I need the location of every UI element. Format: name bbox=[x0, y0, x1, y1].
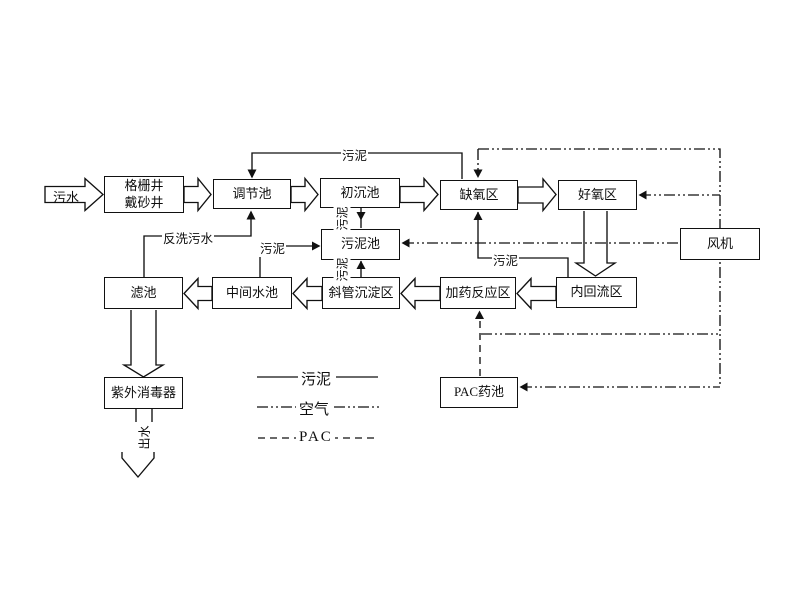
arrow-anoxic-to-aerobic bbox=[517, 177, 557, 213]
arrow-dosing-to-inclined bbox=[400, 276, 441, 311]
box-regulating-tank: 调节池 bbox=[213, 179, 291, 209]
box-sludge-tank: 污泥池 bbox=[321, 229, 400, 260]
arrow-middle-to-filter bbox=[183, 276, 213, 311]
box-middle-tank: 中间水池 bbox=[212, 277, 292, 309]
arrow-primary-to-anoxic bbox=[399, 176, 439, 213]
outflow-arrow bbox=[121, 409, 155, 479]
box-uv-disinfector: 紫外消毒器 bbox=[104, 377, 183, 409]
box-inclined-sedimentation: 斜管沉淀区 bbox=[322, 277, 400, 309]
air-main-line bbox=[478, 148, 721, 387]
box-grit-well: 格栅井 戴砂井 bbox=[104, 176, 184, 213]
arrowheads bbox=[246, 169, 647, 392]
sludge-vertical-label-2: 污泥 bbox=[333, 256, 351, 282]
legend-pac-label: PAC bbox=[297, 429, 335, 446]
arrow-filter-to-uv bbox=[121, 310, 166, 378]
backwash-label: 反洗污水 bbox=[162, 228, 215, 247]
box-primary-sedimentation: 初沉池 bbox=[320, 178, 400, 208]
sludge-line-reflux-to-anoxic bbox=[477, 212, 569, 277]
box-pac-tank: PAC药池 bbox=[440, 377, 518, 408]
box-blower: 风机 bbox=[680, 228, 760, 260]
box-anoxic-zone: 缺氧区 bbox=[440, 180, 518, 210]
sludge-reflux-label: 污泥 bbox=[492, 250, 520, 269]
box-aerobic-zone: 好氧区 bbox=[558, 180, 637, 210]
inflow-block-arrow bbox=[44, 176, 105, 213]
arrow-inclined-to-middle bbox=[292, 276, 323, 311]
inflow-label: 污水 bbox=[53, 190, 80, 205]
grit-well-line2: 戴砂井 bbox=[124, 194, 164, 210]
arrow-grit-to-regulating bbox=[183, 176, 212, 213]
sludge-vertical-label-1: 污泥 bbox=[333, 205, 351, 231]
sludge-top-label: 污泥 bbox=[341, 145, 369, 164]
grit-well-line1: 格栅井 bbox=[124, 178, 164, 194]
sludge-mid-label: 污泥 bbox=[259, 238, 287, 257]
arrow-reflux-to-dosing bbox=[516, 276, 557, 311]
outflow-label: 出水 bbox=[135, 424, 153, 450]
legend-air-label: 空气 bbox=[297, 398, 332, 419]
arrow-regulating-to-primary bbox=[290, 176, 319, 213]
legend-sludge-label: 污泥 bbox=[299, 368, 334, 389]
box-filter: 滤池 bbox=[104, 277, 183, 309]
box-internal-reflux: 内回流区 bbox=[556, 277, 637, 308]
box-dosing-reaction: 加药反应区 bbox=[440, 277, 516, 309]
